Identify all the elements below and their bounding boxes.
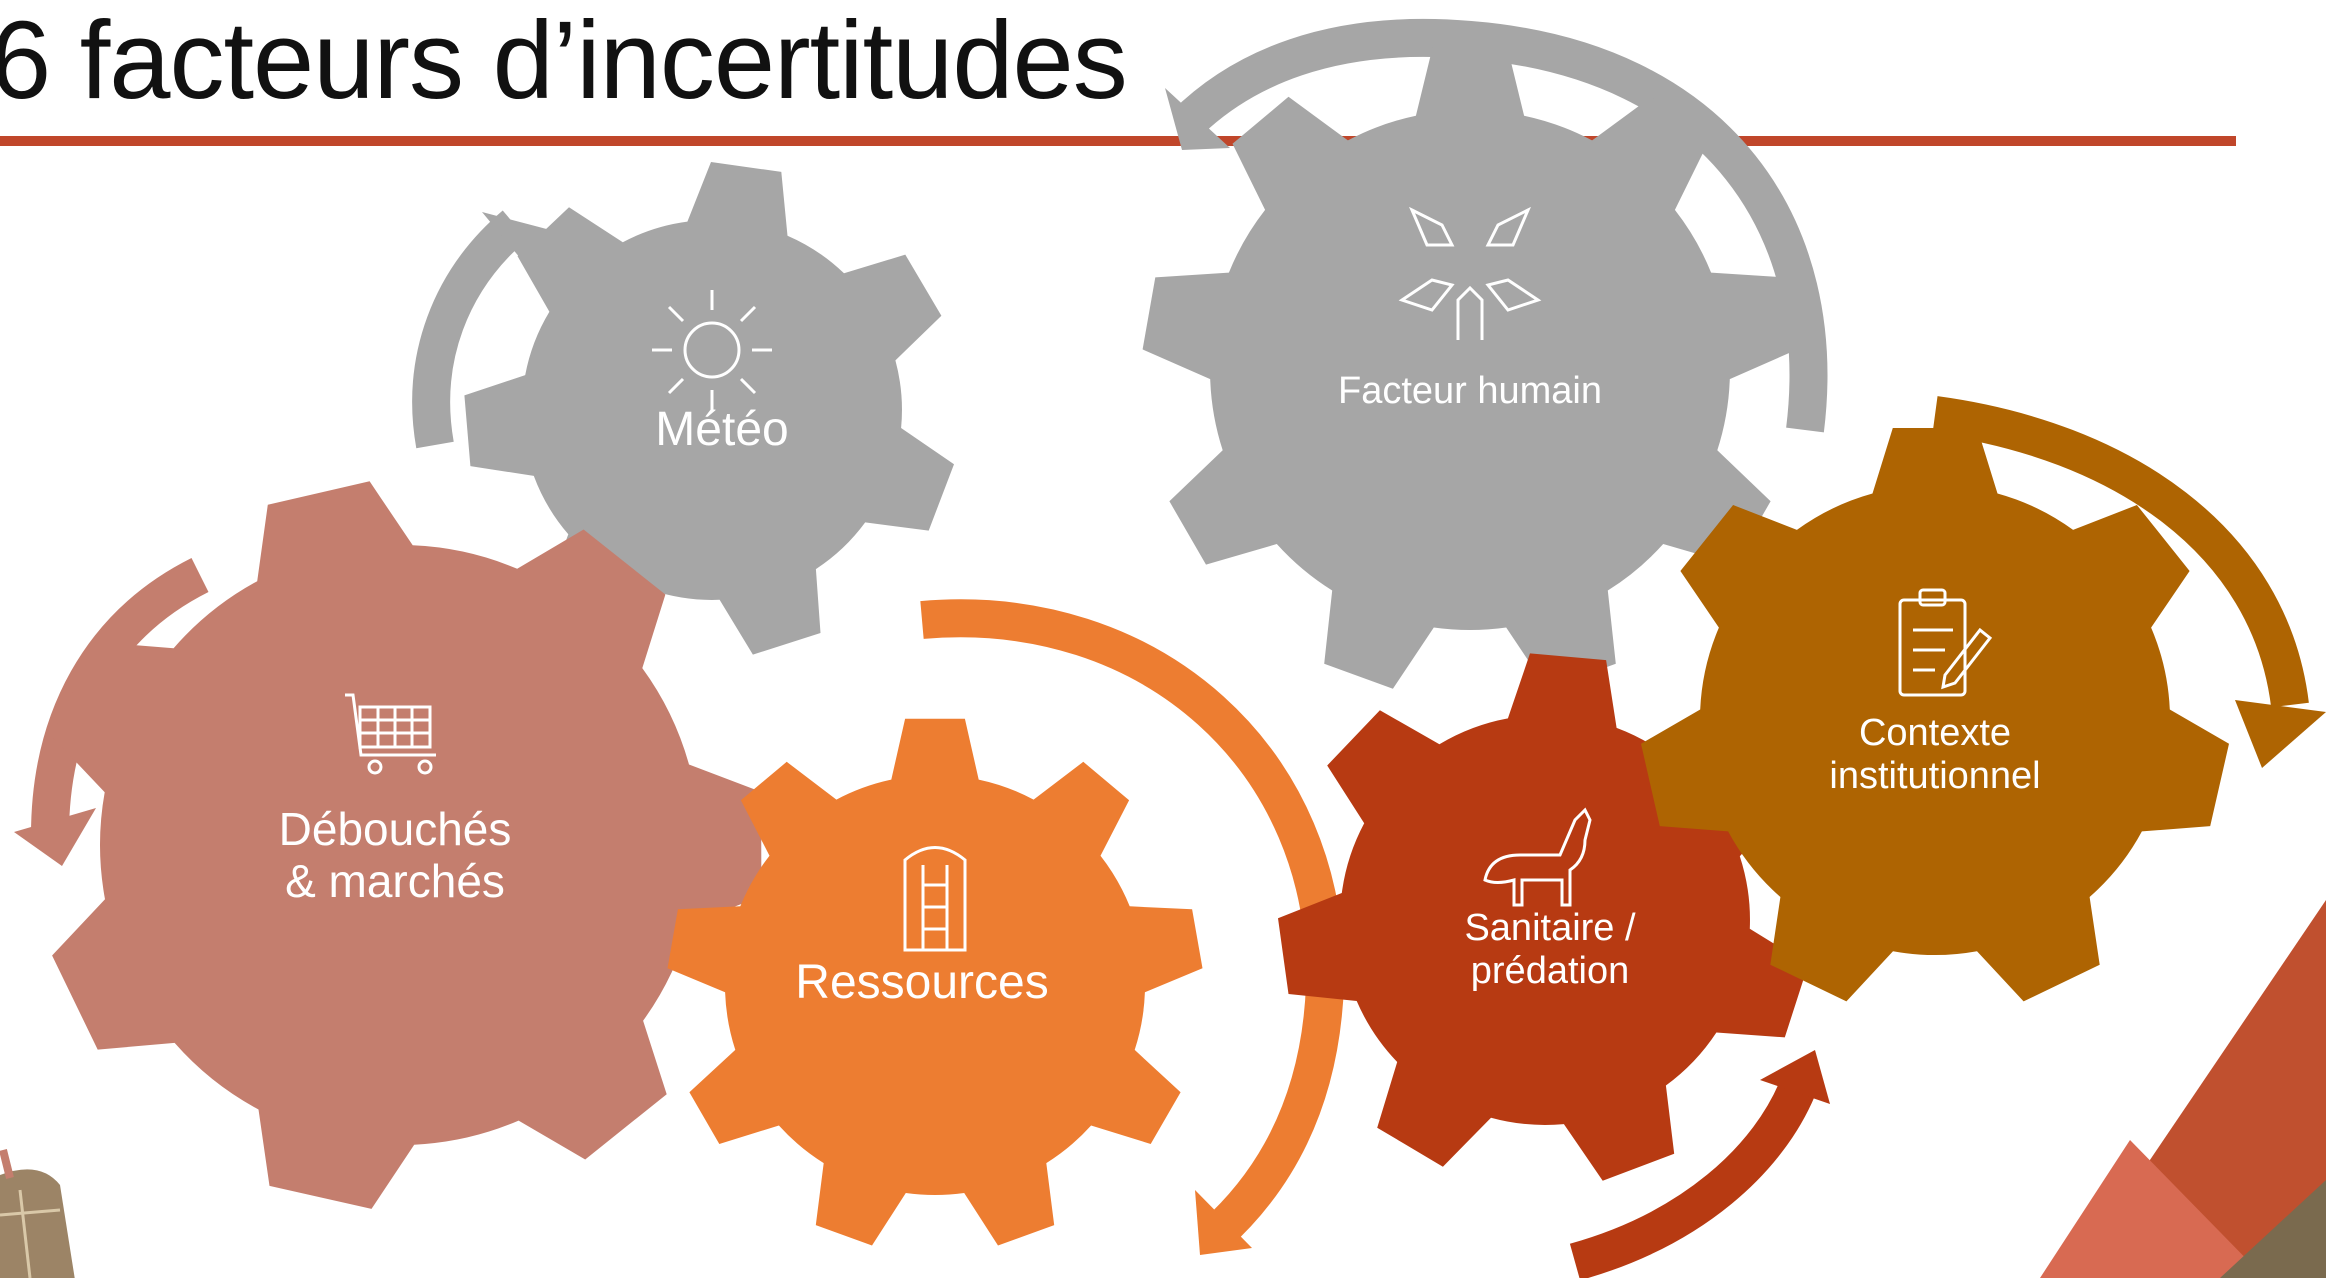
gear-label-meteo: Météo (655, 403, 788, 456)
arrows (14, 18, 2326, 1278)
gear-label-line: prédation (1471, 950, 1629, 992)
arrow-sanitaire (1569, 1074, 1818, 1278)
gear-label-facteur-humain: Facteur humain (1338, 370, 1602, 412)
gear-label-line: Météo (655, 403, 788, 456)
gear-label-line: Facteur humain (1338, 370, 1602, 412)
clipboard-icon (1898, 588, 1993, 697)
gear-label-line: institutionnel (1829, 755, 2040, 797)
shopping-cart-icon (345, 693, 436, 775)
photo-fragment (0, 1149, 75, 1278)
wolf-icon (1483, 807, 1592, 907)
gear-label-line: Débouchés (279, 803, 512, 855)
gear-label-ressources: Ressources (795, 956, 1048, 1009)
sun-icon (652, 290, 772, 410)
arrow-ressources (920, 599, 1345, 1250)
gear-meteo: Météo (464, 162, 954, 655)
corner-decoration (2040, 900, 2326, 1278)
slide-title: 6 facteurs d’incertitudes (0, 0, 1128, 122)
gear-ressources: Ressources (667, 718, 1203, 1246)
corner-band-olive (2220, 1180, 2326, 1278)
corner-band-light (2040, 1140, 2265, 1278)
silo-icon (903, 846, 967, 952)
photo-fragment-shape (0, 1169, 75, 1278)
arrow-facteur-humain (1171, 18, 1828, 433)
gear-facteur-humain: Facteur humain (1142, 44, 1798, 689)
arrowhead-ressources (1195, 1190, 1252, 1255)
gear-label-line: & marchés (285, 855, 505, 907)
arrowhead-sanitaire (1760, 1050, 1830, 1104)
gear-label-sanitaire: Sanitaire /prédation (1464, 907, 1636, 992)
gear-label-debouches: Débouchés& marchés (279, 803, 512, 907)
gear-label-line: Ressources (795, 956, 1048, 1009)
gear-debouches: Débouchés& marchés (51, 481, 762, 1209)
arrowhead-facteur-humain (1165, 88, 1230, 150)
arrowhead-contexte (2235, 700, 2326, 768)
title-underline (0, 136, 2236, 146)
arrow-contexte (1932, 396, 2309, 708)
hands-icon (1398, 206, 1542, 340)
gear-label-line: Contexte (1859, 712, 2011, 754)
arrowhead-debouches (14, 808, 96, 866)
arrow-meteo (412, 210, 528, 449)
gear-label-line: Sanitaire / (1464, 907, 1636, 949)
